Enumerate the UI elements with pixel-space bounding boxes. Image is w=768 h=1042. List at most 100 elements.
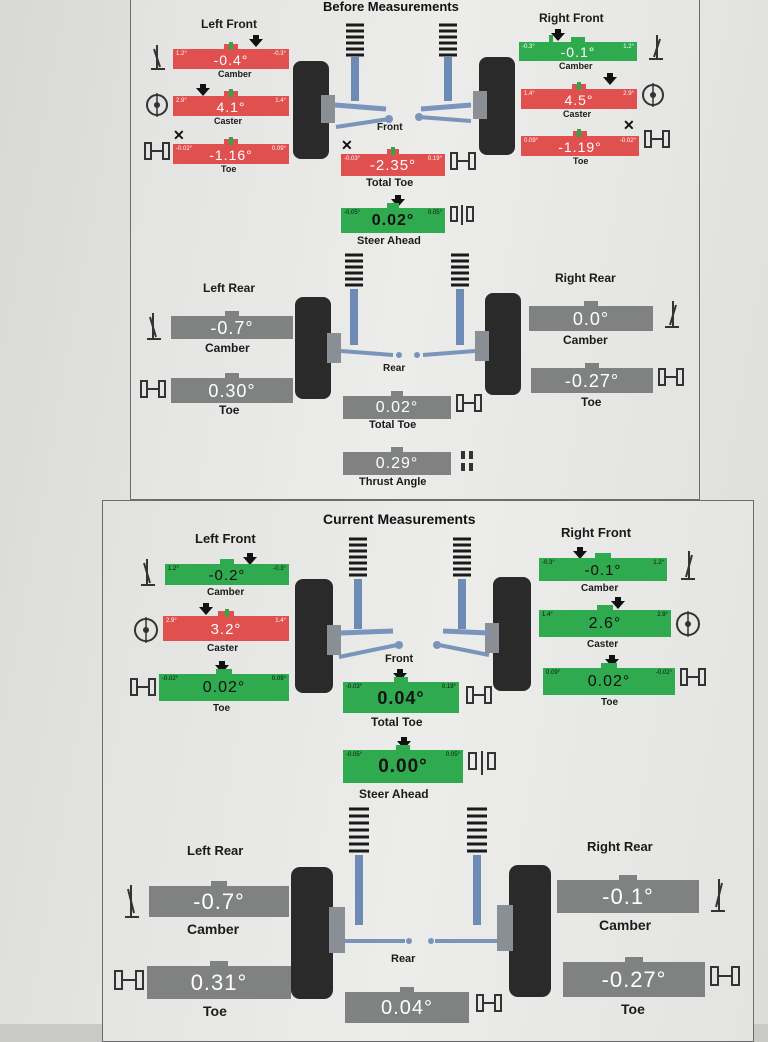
toe-icon [710,966,740,986]
toe-icon [658,368,684,386]
camber-icon [147,313,161,340]
rf-toe-value: 0.02° [587,673,631,690]
rear-label: Rear [383,363,406,374]
steering-icon [468,751,496,775]
lr-camber-value: -0.7° [193,889,245,914]
reading-arrow [573,547,587,559]
toe-icon [476,994,502,1012]
thrust-angle-value: 0.29° [375,455,419,472]
toe-icon [466,686,492,704]
front-suspension-diagram [295,537,531,693]
camber-icon [125,885,139,918]
total-toe-caption: Total Toe [366,177,414,189]
reading-arrow [196,84,210,96]
lf-camber-value: -0.2° [208,566,246,584]
rr-camber-caption: Camber [599,917,652,933]
front-label: Front [377,122,403,133]
out-of-range-mark: ✕ [341,137,353,153]
rr-toe-value: -0.27° [564,370,620,391]
rf-camber-value: -0.1° [560,44,596,60]
thrust-angle-caption: Thrust Angle [359,476,427,488]
lf-caster-gauge: 2.9° 1.4° 4.1° [173,89,289,116]
steer-ahead-gauge: -0.05° 0.05° 0.02° [341,203,445,233]
rr-toe-gauge: -0.27° [563,957,705,997]
steering-icon [450,205,474,225]
right-front-label: Right Front [539,11,604,25]
total-toe-caption: Total Toe [371,715,423,729]
toe-icon [140,380,166,398]
steer-ahead-value: 0.00° [378,756,428,777]
rf-toe-caption: Toe [601,697,619,708]
lf-camber-gauge: 1.2° -0.3° -0.2° [165,559,289,585]
panel-title: Current Measurements [323,511,476,527]
caster-wheel-icon [642,83,664,107]
reading-arrow [551,29,565,41]
total-toe-gauge: -0.03° 0.19° 0.04° [343,677,459,713]
lf-toe-gauge: -0.02° 0.09° -1.16° [173,137,289,164]
lf-caster-value: 3.2° [210,620,242,638]
lr-camber-caption: Camber [205,341,250,355]
lf-toe-caption: Toe [221,164,237,174]
lf-toe-value: -1.16° [209,146,253,163]
lf-toe-gauge: -0.02° 0.09° 0.02° [159,669,289,701]
camber-icon [681,551,695,580]
toe-icon [456,394,482,412]
front-label: Front [385,653,414,665]
right-rear-label: Right Rear [587,839,653,854]
right-rear-label: Right Rear [555,271,616,285]
rear-total-toe-gauge: 0.02° [343,391,451,419]
lr-toe-value: 0.31° [190,970,248,995]
thrust-icon [461,451,473,471]
rr-toe-gauge: -0.27° [531,363,653,393]
reading-arrow [243,553,257,565]
caster-wheel-icon [134,617,158,643]
camber-icon [151,45,165,70]
rf-caster-caption: Caster [563,109,592,119]
toe-icon [680,668,706,686]
rf-toe-gauge: 0.09° -0.02° -1.19° [521,129,639,156]
lr-toe-value: 0.30° [208,380,256,401]
left-front-label: Left Front [195,531,256,546]
lf-camber-gauge: 1.2° -0.3° -0.4° [173,42,289,69]
rf-camber-caption: Camber [581,583,619,594]
rr-camber-value: -0.1° [602,884,654,909]
before-measurements-panel: Before Measurements Front Left Front [130,0,700,500]
lr-toe-gauge: 0.31° [147,961,291,999]
lr-toe-caption: Toe [203,1003,227,1019]
lr-toe-gauge: 0.30° [171,373,293,403]
lf-caster-value: 4.1° [216,98,246,115]
rear-total-toe-value: 0.04° [381,996,433,1019]
steer-ahead-gauge: -0.05° 0.05° 0.00° [343,745,463,783]
rf-camber-value: -0.1° [584,561,622,579]
rf-camber-gauge: -0.3° 1.2° -0.1° [539,553,667,581]
rf-caster-value: 2.6° [588,615,622,632]
toe-icon [644,130,670,148]
steer-ahead-caption: Steer Ahead [359,787,429,801]
toe-icon [144,142,170,160]
caster-wheel-icon [146,93,168,117]
rf-toe-value: -1.19° [558,138,602,155]
rr-toe-caption: Toe [581,395,602,409]
toe-icon [450,152,476,170]
current-measurements-panel: Current Measurements Front Left Front 1.… [102,500,754,1042]
out-of-range-mark: ✕ [623,117,635,133]
rr-camber-value: 0.0° [572,308,610,329]
lf-toe-caption: Toe [213,703,231,714]
lf-camber-caption: Camber [207,587,245,598]
total-toe-value: 0.04° [377,687,425,708]
rf-caster-caption: Caster [587,639,619,650]
lf-caster-caption: Caster [214,116,243,126]
total-toe-value: -2.35° [369,157,417,174]
rr-toe-value: -0.27° [601,967,667,992]
toe-icon [114,970,144,990]
rear-total-toe-value: 0.02° [375,399,419,416]
lf-caster-gauge: 2.9° 1.4° 3.2° [163,609,289,641]
front-suspension-diagram [293,23,515,159]
rf-caster-gauge: 1.4° 2.9° 2.6° [539,605,671,637]
caster-wheel-icon [676,611,700,637]
rr-camber-gauge: -0.1° [557,875,699,913]
thrust-angle-gauge: 0.29° [343,447,451,475]
right-front-label: Right Front [561,525,632,540]
rr-camber-caption: Camber [563,333,608,347]
